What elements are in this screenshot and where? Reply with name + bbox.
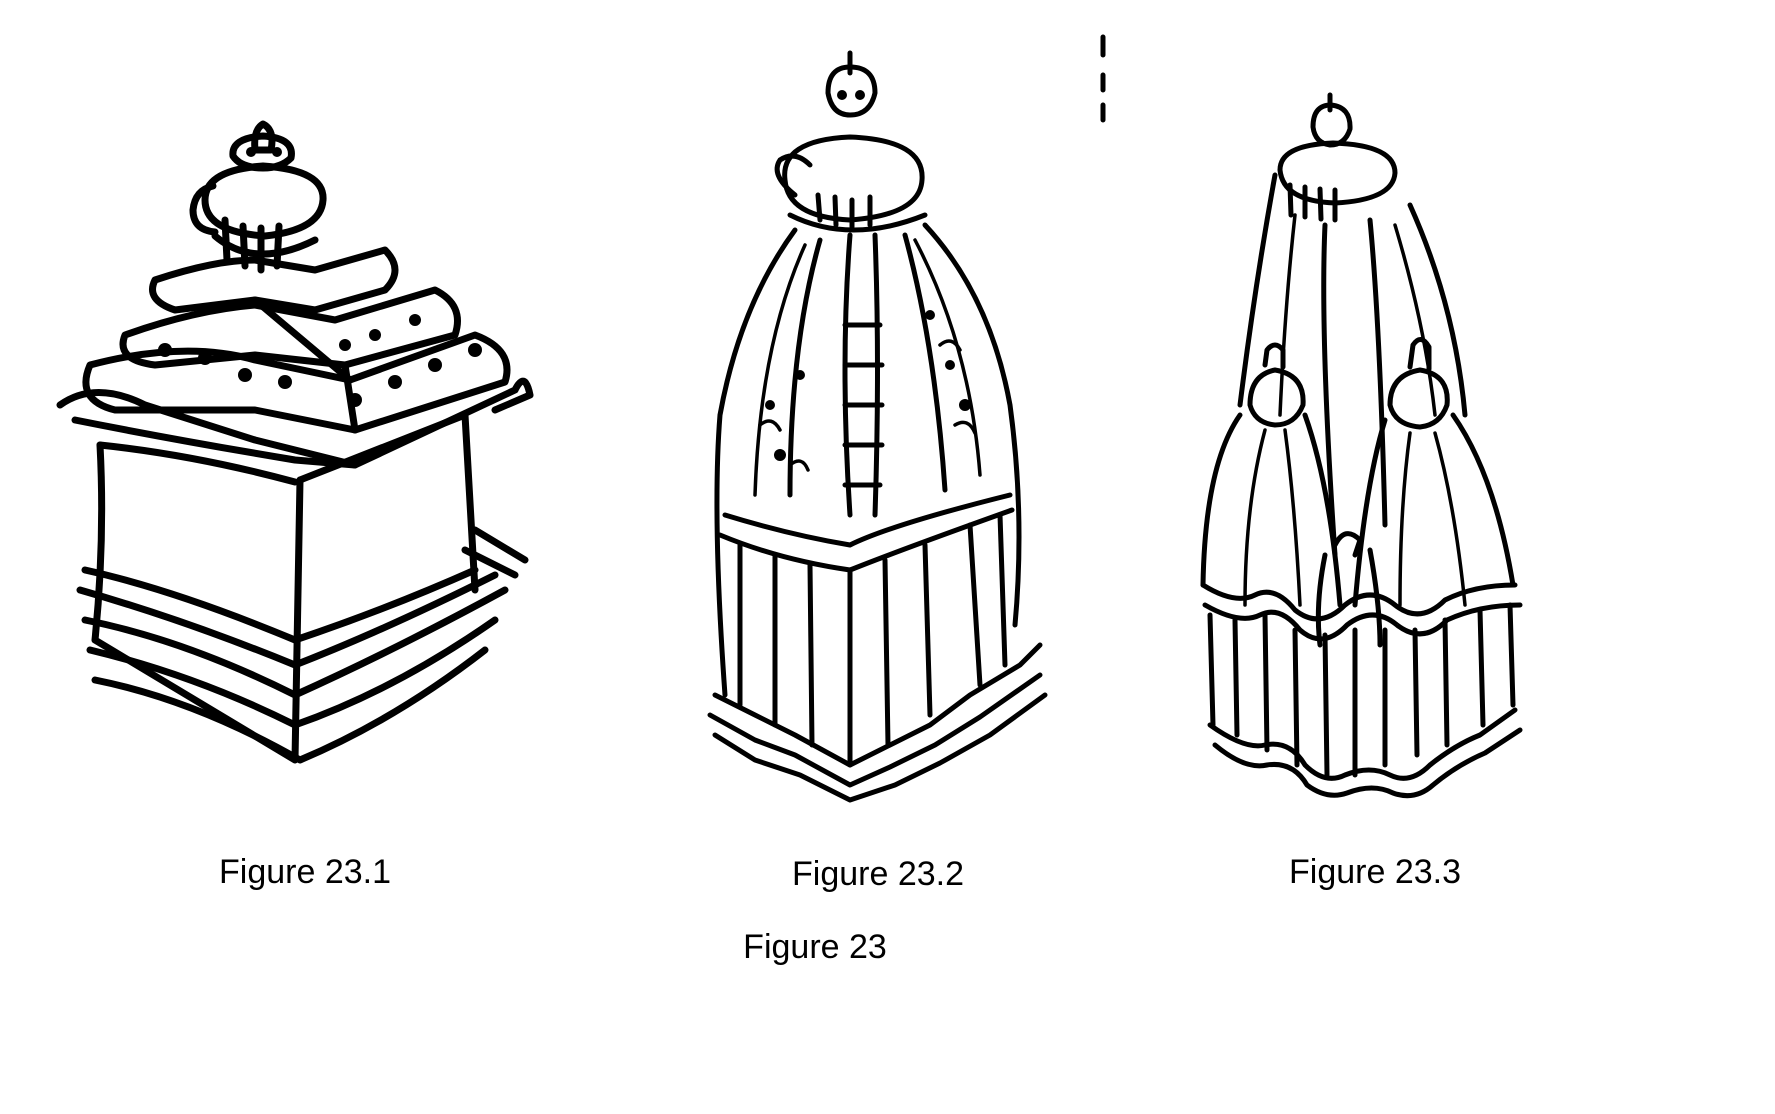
scan-mark-shape	[1100, 34, 1106, 123]
caption-figure-23-1: Figure 23.1	[219, 853, 391, 891]
figure-23-3	[1195, 85, 1535, 800]
figure-23-2	[700, 45, 1060, 805]
temple-drawing-2	[707, 50, 1048, 803]
caption-figure-23-2: Figure 23.2	[792, 855, 964, 893]
figure-23-1	[55, 120, 545, 780]
main-caption: Figure 23	[743, 928, 887, 966]
scan-mark	[1095, 34, 1111, 125]
temple-drawing-3	[1200, 92, 1523, 799]
caption-figure-23-3: Figure 23.3	[1289, 853, 1461, 891]
temple-drawing-1	[56, 120, 534, 764]
